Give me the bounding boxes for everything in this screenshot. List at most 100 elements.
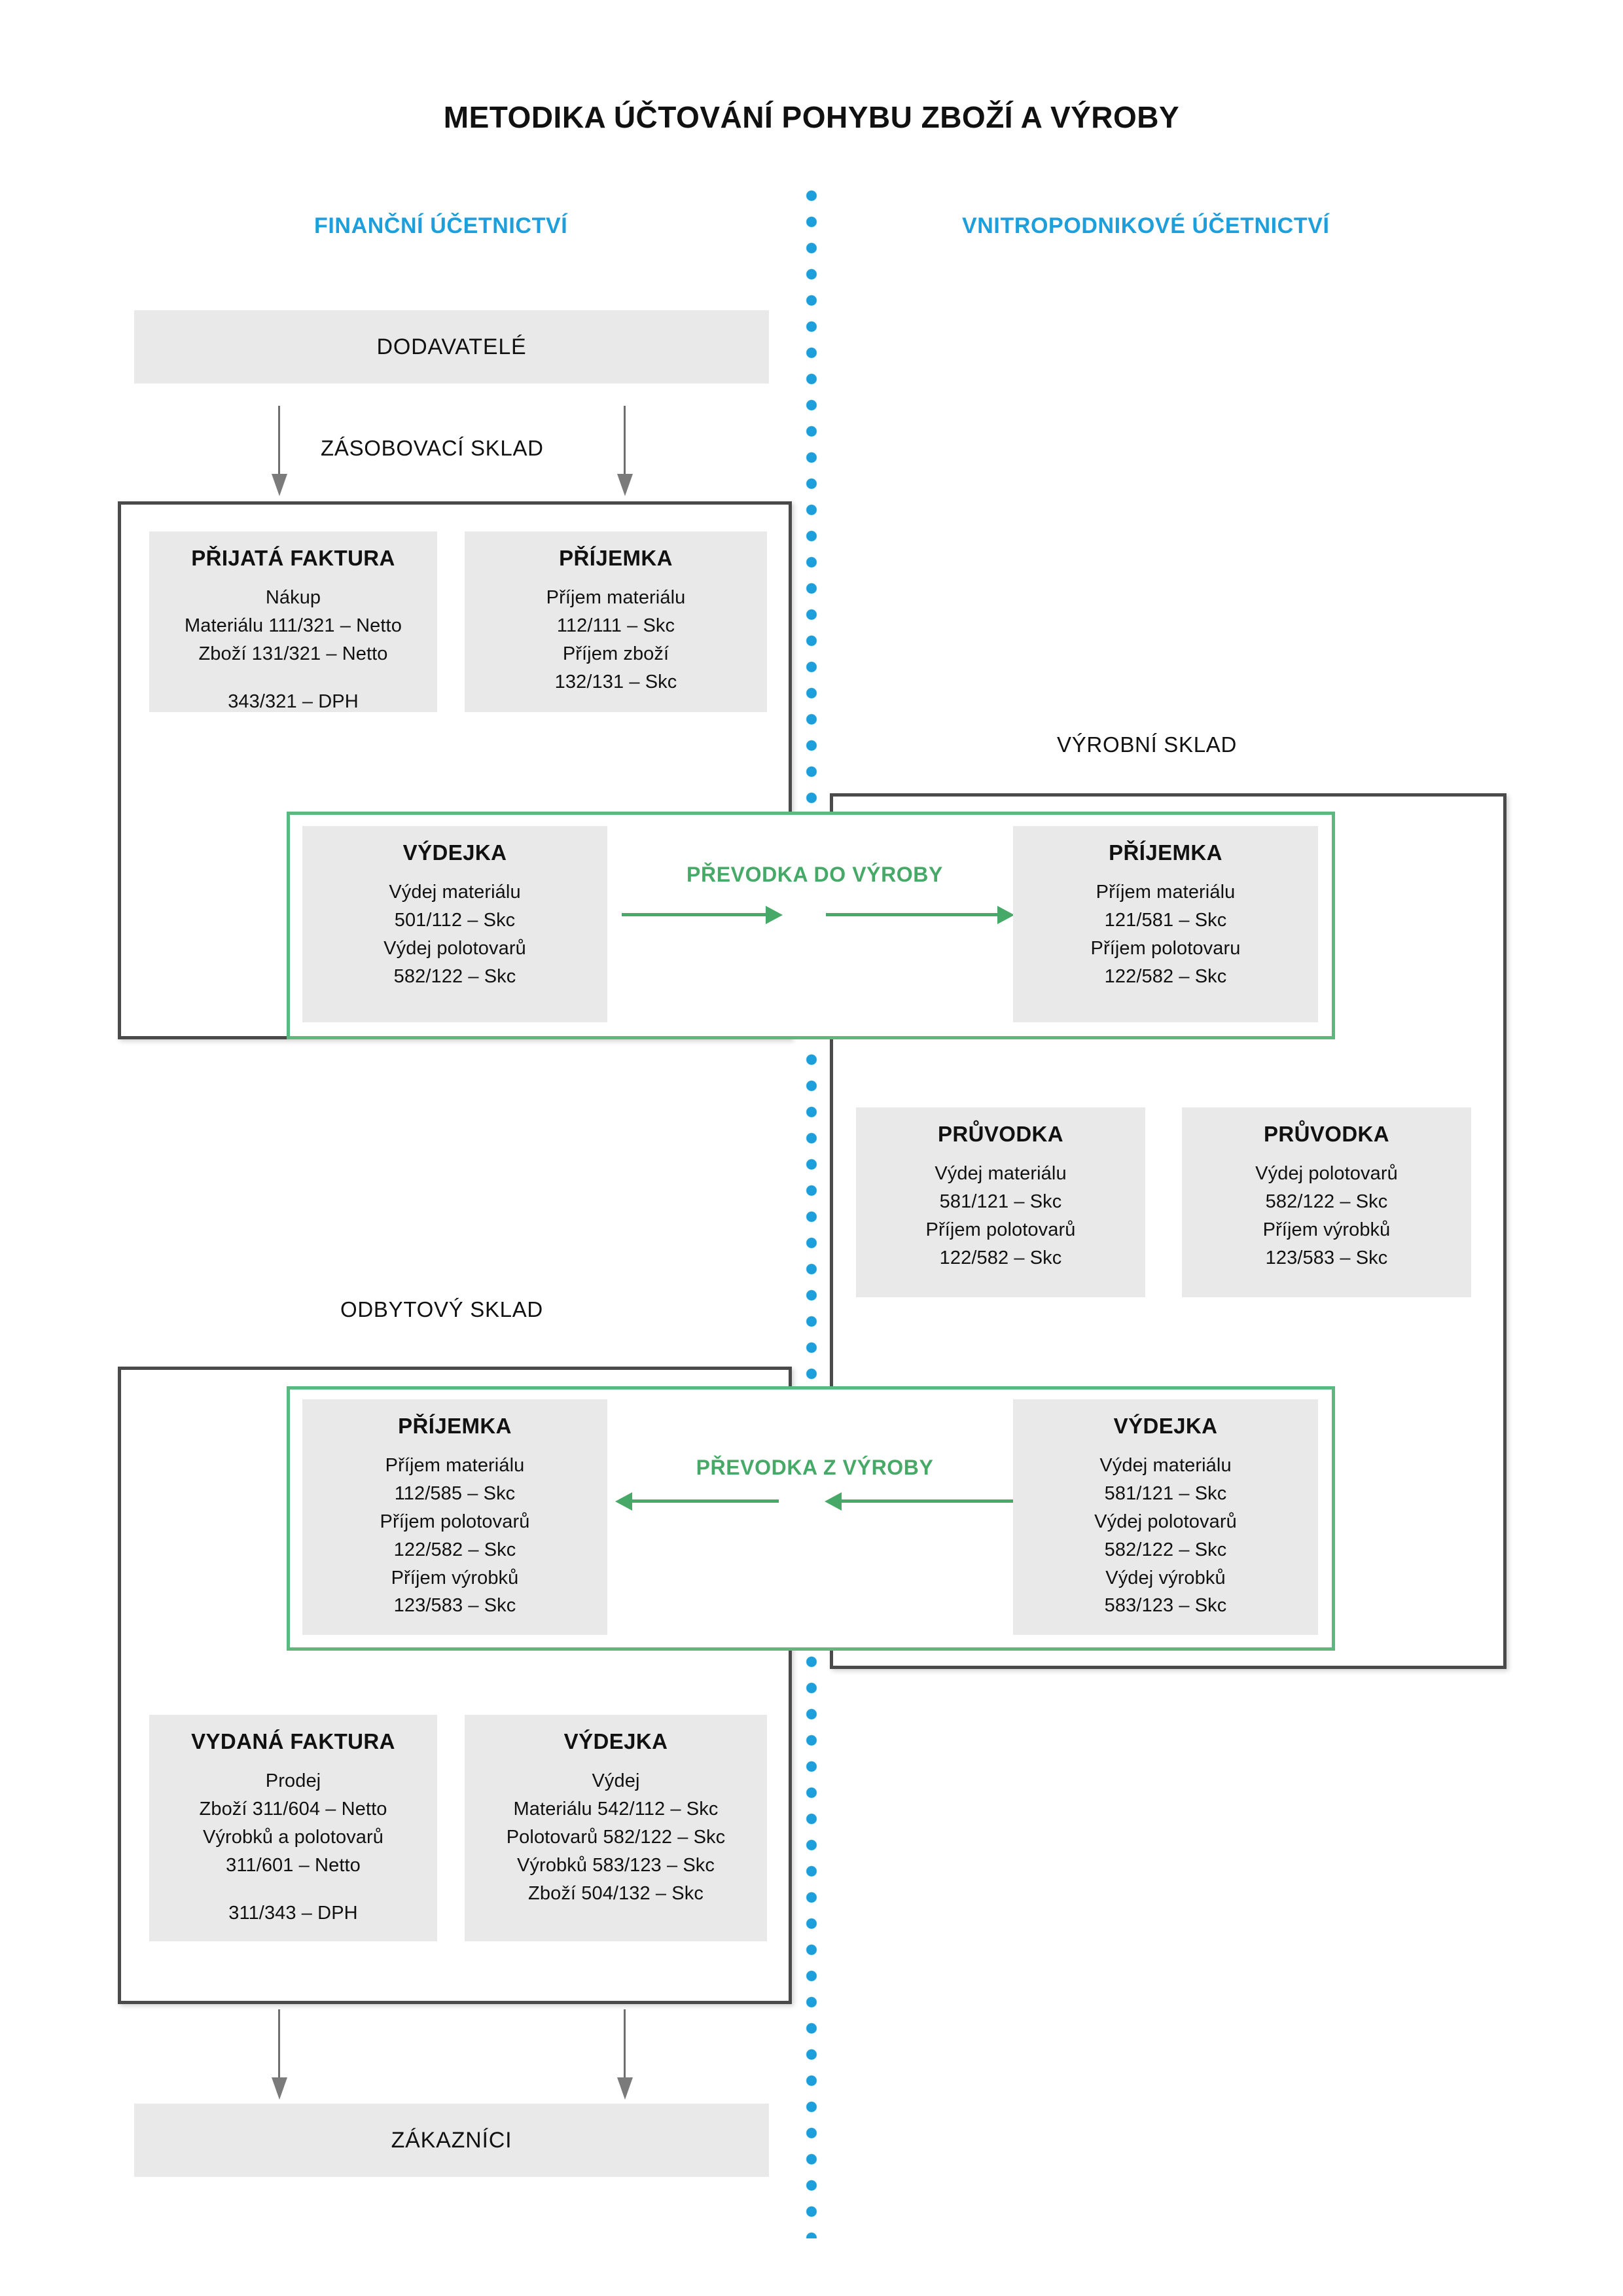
arrow-shaft [624, 2009, 626, 2079]
card-line: Příjem materiálu [546, 586, 686, 608]
card-line: Výrobků 583/123 – Skc [517, 1854, 715, 1876]
arrow-suppliers-to-receipt [614, 406, 636, 497]
arrow-head-down-icon [617, 474, 633, 496]
card-line: Zboží 311/604 – Netto [199, 1798, 387, 1820]
customers-box: ZÁKAZNÍCI [134, 2104, 769, 2177]
card-line: Materiálu 542/112 – Skc [513, 1798, 719, 1820]
arrow-head-left-icon [615, 1492, 632, 1511]
arrow-head-right-icon [766, 906, 783, 924]
card-line: 112/111 – Skc [556, 615, 675, 636]
warehouse-label-supply: ZÁSOBOVACÍ SKLAD [321, 436, 544, 460]
card-title: PRŮVODKA [1263, 1122, 1390, 1146]
card-line: Výdej materiálu [1099, 1454, 1232, 1476]
card-line: Prodej [265, 1770, 321, 1791]
card-line: 582/122 – Skc [1265, 1191, 1388, 1212]
card-line: Příjem materiálu [385, 1454, 525, 1476]
card-title: VYDANÁ FAKTURA [191, 1729, 395, 1753]
arrow-suppliers-to-invoice [268, 406, 291, 497]
card-prijemka-supply: PŘÍJEMKA Příjem materiálu 112/111 – Skc … [465, 531, 767, 712]
card-line: 581/121 – Skc [1104, 1482, 1227, 1504]
arrow-shaft [622, 913, 767, 916]
card-line: Zboží 504/132 – Skc [528, 1882, 704, 1904]
arrow-from-production-second [825, 1491, 1016, 1511]
arrow-to-production-second [826, 905, 1014, 924]
card-title: PŘÍJEMKA [559, 546, 673, 570]
card-line: Výdej polotovarů [1255, 1162, 1398, 1184]
card-line: 122/582 – Skc [939, 1247, 1062, 1268]
card-line: Výdej výrobků [1105, 1567, 1226, 1588]
card-line: Příjem polotovaru [1090, 937, 1241, 959]
card-prijemka-production: PŘÍJEMKA Příjem materiálu 121/581 – Skc … [1013, 826, 1318, 1022]
card-line: Příjem materiálu [1096, 881, 1236, 903]
card-title: PŘÍJEMKA [398, 1414, 512, 1438]
card-vydejka-sales: VÝDEJKA Výdej Materiálu 542/112 – Skc Po… [465, 1715, 767, 1941]
arrow-from-production-first [615, 1491, 779, 1511]
page-title: METODIKA ÚČTOVÁNÍ POHYBU ZBOŽÍ A VÝROBY [443, 100, 1180, 134]
card-line: 122/582 – Skc [393, 1539, 516, 1560]
arrow-shaft [624, 406, 626, 475]
arrow-shaft [826, 913, 999, 916]
card-line: Výdej materiálu [935, 1162, 1067, 1184]
card-line: Příjem polotovarů [380, 1511, 530, 1532]
card-line: 501/112 – Skc [394, 909, 516, 931]
card-line: Výdej polotovarů [1094, 1511, 1237, 1532]
card-title: PŘIJATÁ FAKTURA [191, 546, 395, 570]
card-line-extra: 311/343 – DPH [228, 1902, 358, 1924]
card-line: Výrobků a polotovarů [202, 1826, 384, 1848]
arrow-head-left-icon [825, 1492, 842, 1511]
card-line: 583/123 – Skc [1104, 1595, 1227, 1617]
card-line: Příjem polotovarů [925, 1219, 1076, 1240]
card-line: Výdej [592, 1770, 640, 1791]
card-title: VÝDEJKA [402, 840, 507, 865]
transfer-label-to-production: PŘEVODKA DO VÝROBY [687, 863, 943, 886]
card-line: 121/581 – Skc [1104, 909, 1227, 931]
card-vydejka-from-production: VÝDEJKA Výdej materiálu 581/121 – Skc Vý… [1013, 1399, 1318, 1635]
card-line: 311/601 – Netto [226, 1854, 361, 1876]
arrow-shaft [278, 2009, 280, 2079]
column-caption-financial: FINANČNÍ ÚČETNICTVÍ [314, 213, 568, 238]
card-prijata-faktura: PŘIJATÁ FAKTURA Nákup Materiálu 111/321 … [149, 531, 437, 712]
card-line: 122/582 – Skc [1104, 965, 1227, 987]
card-pruvodka-semifinished: PRŮVODKA Výdej polotovarů 582/122 – Skc … [1182, 1107, 1471, 1297]
transfer-label-from-production: PŘEVODKA Z VÝROBY [696, 1456, 934, 1479]
card-line: 582/122 – Skc [393, 965, 516, 987]
arrow-issue-to-customers [614, 2009, 636, 2101]
arrow-head-down-icon [272, 474, 287, 496]
arrow-shaft [278, 406, 280, 475]
card-pruvodka-material: PRŮVODKA Výdej materiálu 581/121 – Skc P… [856, 1107, 1145, 1297]
card-line: 123/583 – Skc [1265, 1247, 1388, 1268]
card-line: 582/122 – Skc [1104, 1539, 1227, 1560]
card-line: Materiálu 111/321 – Netto [185, 615, 402, 636]
card-line: 132/131 – Skc [554, 671, 677, 692]
arrow-shaft [631, 1499, 779, 1503]
card-line: 123/583 – Skc [393, 1595, 516, 1617]
card-line: Zboží 131/321 – Netto [198, 643, 388, 664]
card-vydejka-to-production: VÝDEJKA Výdej materiálu 501/112 – Skc Vý… [302, 826, 607, 1022]
card-title: VÝDEJKA [563, 1729, 668, 1753]
warehouse-label-production: VÝROBNÍ SKLAD [1057, 732, 1238, 757]
card-line: Příjem výrobků [1262, 1219, 1391, 1240]
card-vydana-faktura: VYDANÁ FAKTURA Prodej Zboží 311/604 – Ne… [149, 1715, 437, 1941]
arrow-invoice-to-customers [268, 2009, 291, 2101]
arrow-head-down-icon [272, 2077, 287, 2100]
card-line: Příjem zboží [562, 643, 669, 664]
arrow-to-production-first [622, 905, 783, 924]
card-line: 581/121 – Skc [939, 1191, 1062, 1212]
card-prijemka-sales: PŘÍJEMKA Příjem materiálu 112/585 – Skc … [302, 1399, 607, 1635]
card-line-extra: 343/321 – DPH [228, 691, 359, 712]
column-caption-internal: VNITROPODNIKOVÉ ÚČETNICTVÍ [962, 213, 1330, 238]
card-line: Výdej polotovarů [383, 937, 526, 959]
card-line: Příjem výrobků [391, 1567, 519, 1588]
card-line: Polotovarů 582/122 – Skc [506, 1826, 726, 1848]
arrow-head-right-icon [997, 906, 1014, 924]
vertical-dotted-divider [806, 190, 817, 2238]
card-title: PŘÍJEMKA [1109, 840, 1222, 865]
card-title: VÝDEJKA [1113, 1414, 1218, 1438]
card-line: Nákup [265, 586, 321, 608]
card-line: Výdej materiálu [389, 881, 521, 903]
arrow-shaft [840, 1499, 1016, 1503]
card-title: PRŮVODKA [937, 1122, 1064, 1146]
suppliers-box: DODAVATELÉ [134, 310, 769, 384]
warehouse-label-sales: ODBYTOVÝ SKLAD [340, 1297, 543, 1321]
